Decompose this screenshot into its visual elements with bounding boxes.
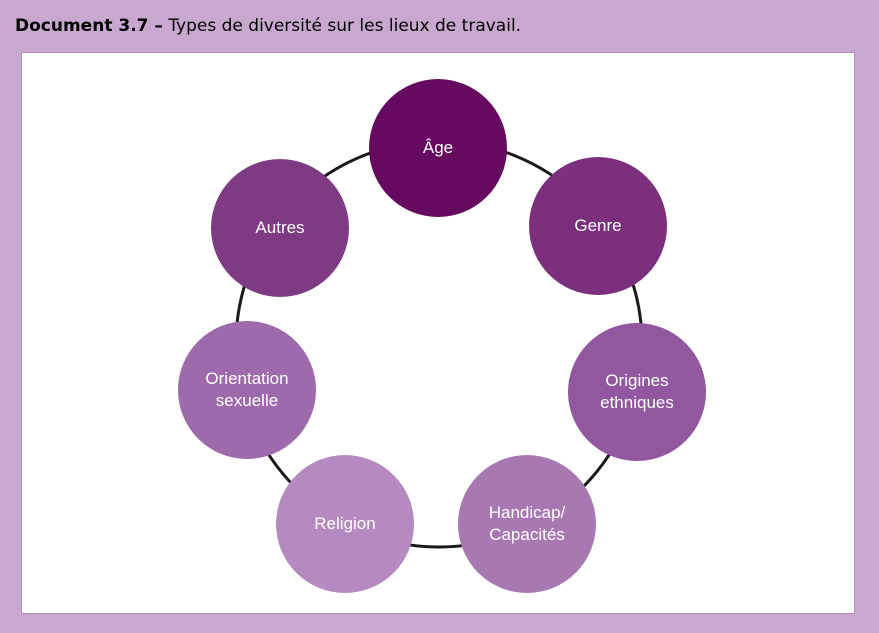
node-religion: Religion (276, 455, 414, 593)
node-orientation-sexuelle: Orientation sexuelle (178, 321, 316, 459)
caption-label: Document 3.7 – (15, 16, 163, 36)
node-origines-ethniques: Origines ethniques (568, 323, 706, 461)
node-genre: Genre (529, 157, 667, 295)
diagram-panel: Âge Genre Origines ethniques Handicap/ C… (21, 52, 855, 614)
node-handicap-capacites: Handicap/ Capacités (458, 455, 596, 593)
node-age: Âge (369, 79, 507, 217)
caption-text: Types de diversité sur les lieux de trav… (168, 16, 522, 36)
node-autres: Autres (211, 159, 349, 297)
document-caption: Document 3.7 – Types de diversité sur le… (15, 16, 521, 36)
